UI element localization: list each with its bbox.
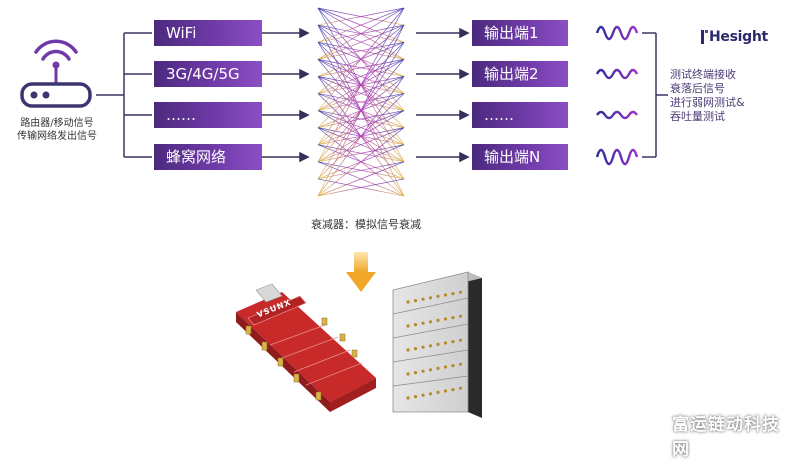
rack-attenuator-device — [392, 271, 482, 418]
output-bracket — [642, 32, 668, 158]
input-bracket — [96, 32, 152, 158]
brand-logo: Hesight — [709, 29, 768, 45]
result-line: 吞吐量测试 — [670, 110, 725, 123]
input-label: 蜂窝网络 — [166, 148, 227, 166]
output-label: …… — [484, 106, 514, 124]
waveform-icon — [595, 148, 639, 166]
attenuator-caption: 衰减器：模拟信号衰减 — [311, 218, 421, 231]
output-box-1: 输出端1 — [472, 20, 568, 46]
watermark: 富运链动科技网 — [672, 415, 780, 460]
input-box-wifi: WiFi — [154, 20, 262, 46]
result-line: 衰落后信号 — [670, 82, 725, 95]
attenuator-mesh — [317, 7, 405, 197]
down-arrow-icon — [346, 252, 376, 292]
output-box-2: 输出端2 — [472, 61, 568, 87]
brand-logo-icon — [701, 30, 708, 44]
vsunx-attenuator-device — [236, 283, 376, 412]
output-arrows — [416, 27, 470, 163]
waveform-icon — [596, 110, 638, 120]
source-caption-line2: 传输网络发出信号 — [17, 131, 97, 142]
input-label: 3G/4G/5G — [166, 65, 240, 83]
router-icon — [20, 39, 92, 108]
input-label: …… — [166, 106, 196, 124]
output-label: 输出端1 — [484, 24, 539, 42]
input-box-cellular-generations: 3G/4G/5G — [154, 61, 262, 87]
diagram-canvas — [20, 7, 708, 418]
input-label: WiFi — [166, 24, 197, 42]
output-box-ellipsis: …… — [472, 102, 568, 128]
output-box-n: 输出端N — [472, 144, 568, 170]
input-box-cellular-network: 蜂窝网络 — [154, 144, 262, 170]
input-arrows — [262, 27, 310, 163]
result-line: 测试终端接收 — [670, 68, 736, 81]
source-caption: 路由器/移动信号 传输网络发出信号 — [2, 117, 112, 143]
source-caption-line1: 路由器/移动信号 — [20, 118, 94, 129]
waveform-icon — [595, 68, 639, 80]
input-box-ellipsis: …… — [154, 102, 262, 128]
output-label: 输出端N — [484, 148, 541, 166]
result-description: 测试终端接收 衰落后信号 进行弱网测试& 吞吐量测试 — [670, 68, 794, 124]
output-label: 输出端2 — [484, 65, 539, 83]
waveform-icon — [595, 25, 639, 41]
result-line: 进行弱网测试& — [670, 96, 745, 109]
